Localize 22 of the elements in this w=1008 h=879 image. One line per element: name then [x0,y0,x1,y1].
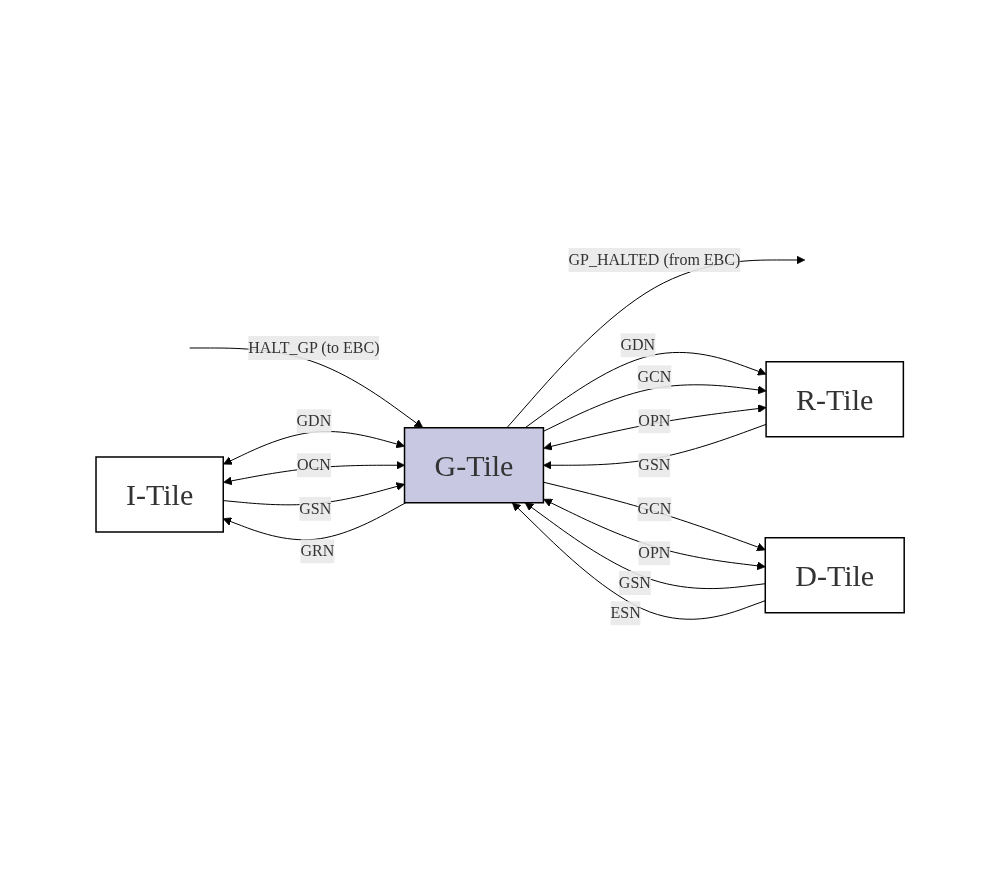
edge-label: OCN [296,456,331,474]
arrow [506,255,806,429]
edge-label: GCN [637,500,672,518]
edge-label: ESN [610,604,641,622]
edge-label: GSN [618,573,651,591]
edge-label: GDN [620,336,656,354]
edge-label: HALT_GP (to EBC) [248,338,380,356]
arrow [543,498,766,571]
edge-label: GSN [638,456,671,474]
arrow [511,502,766,620]
edge-label: GP_HALTED (from EBC) [568,250,741,268]
edge-label: GSN [299,499,332,517]
node-box: R-Tile [765,360,904,438]
node-box: D-Tile [764,536,905,614]
edge-label: OPN [638,544,671,562]
node-box: I-Tile [95,456,224,533]
node-box: G-Tile [403,426,545,504]
edge-label: GCN [637,368,672,386]
edge-label: GDN [296,412,332,430]
edge-label: GRN [300,542,335,560]
edge-label: OPN [638,412,671,430]
arrow [524,502,766,589]
